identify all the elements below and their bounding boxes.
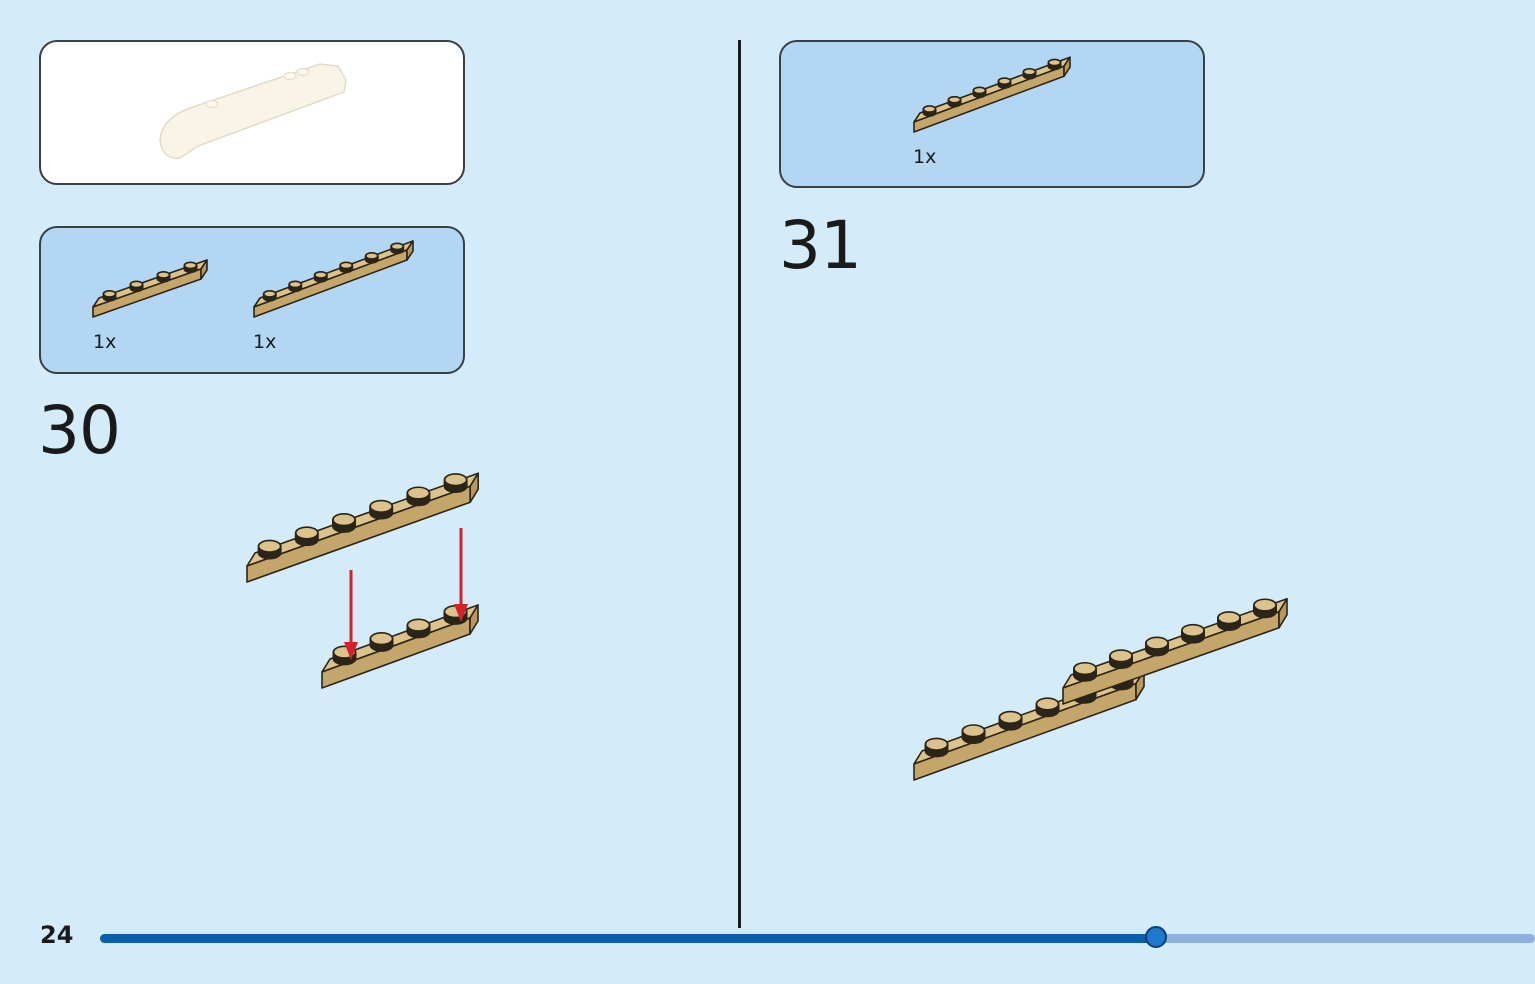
- part-1x4-stud-3-top: [157, 271, 170, 279]
- step31-upper-plate-stud-5-top: [1217, 611, 1241, 624]
- part-1x6-step-31-stud-4-top: [998, 77, 1011, 85]
- subassembly-preview: [159, 63, 347, 159]
- part-1x6-top: [253, 240, 414, 308]
- part-1x6-end: [406, 240, 414, 261]
- step31-upper-plate-end: [1278, 597, 1288, 629]
- subassembly-hull: [159, 63, 347, 159]
- page-number: 24: [40, 921, 74, 949]
- step31-lower-plate-stud-2-top: [962, 724, 985, 738]
- step30-bottom-plate-stud-2-top: [370, 632, 393, 645]
- step31-upper-plate-stud-6-top: [1253, 598, 1277, 612]
- progress-fill: [100, 934, 1156, 943]
- subassembly-stud-1: [205, 100, 219, 108]
- step31-lower-plate-stud-4-top: [1036, 697, 1059, 711]
- step30-bottom-plate-end: [469, 604, 479, 635]
- step31-upper-plate-stud-1-top: [1073, 662, 1097, 675]
- part-1x6-step-31-top: [913, 56, 1071, 123]
- part-1x4-stud-2-top: [130, 280, 143, 288]
- step30-top-plate-stud-1-top: [258, 540, 282, 553]
- step31-upper-plate-stud-2-top: [1109, 649, 1133, 663]
- part-1x4-stud-4-top: [184, 261, 197, 269]
- part-qty-1x6-step-31: 1x: [913, 146, 937, 168]
- part-1x6-step-31-end: [1063, 56, 1071, 77]
- subassembly-stud-3: [296, 68, 310, 76]
- part-1x6-stud-3-top: [314, 271, 328, 279]
- step31-upper-plate-front: [1062, 610, 1280, 705]
- part-1x6-front: [253, 249, 408, 318]
- step30-bottom-plate-stud-3-top: [407, 618, 430, 632]
- step31-upper-plate-stud-4-top: [1181, 624, 1205, 637]
- part-1x4-end: [200, 259, 208, 280]
- step31-upper-plate-stud-3-top: [1145, 636, 1169, 650]
- step31-lower-plate-front: [913, 682, 1137, 781]
- step-number-31: 31: [779, 207, 862, 284]
- part-1x6-step-31-stud-3-top: [973, 86, 986, 94]
- part-1x6-stud-4-top: [339, 261, 353, 269]
- step-number-30: 30: [38, 392, 121, 469]
- step30-top-plate-stud-5-top: [407, 486, 430, 500]
- subassembly-stud-2: [283, 72, 297, 80]
- step30-top-plate-front: [246, 485, 472, 583]
- parts-list-panel-step-31: [779, 40, 1205, 188]
- part-1x6-stud-5-top: [365, 252, 379, 260]
- part-1x6-stud-1-top: [263, 290, 277, 298]
- step30-top-plate-end: [469, 472, 480, 504]
- step30-top-plate-stud-3-top: [332, 513, 356, 526]
- part-1x6-step-31-stud-5-top: [1023, 68, 1036, 76]
- part-1x6-step-31-stud-6-top: [1048, 59, 1061, 66]
- part-1x6-step-31-front: [913, 65, 1065, 133]
- step31-lower-plate-stud-3-top: [999, 711, 1022, 724]
- part-1x6-step-31-stud-1-top: [923, 105, 936, 113]
- part-1x6-stud-6-top: [390, 242, 404, 250]
- part-qty-1x6: 1x: [253, 331, 277, 353]
- progress-marker: [1145, 926, 1167, 948]
- part-qty-1x4: 1x: [93, 331, 117, 353]
- step30-top-plate-top: [246, 472, 480, 567]
- page-divider: [738, 40, 741, 928]
- step30-top-plate-stud-6-top: [444, 473, 468, 486]
- part-1x4-stud-1-top: [103, 290, 116, 298]
- step31-lower-plate-stud-1-top: [925, 738, 948, 751]
- arrow-right-head: [454, 604, 468, 622]
- part-1x6-stud-2-top: [288, 280, 302, 288]
- step30-top-plate-stud-4-top: [369, 500, 393, 513]
- step30-top-plate-stud-2-top: [295, 526, 319, 540]
- part-1x6-step-31-stud-2-top: [948, 96, 961, 104]
- arrow-left-head: [344, 642, 358, 660]
